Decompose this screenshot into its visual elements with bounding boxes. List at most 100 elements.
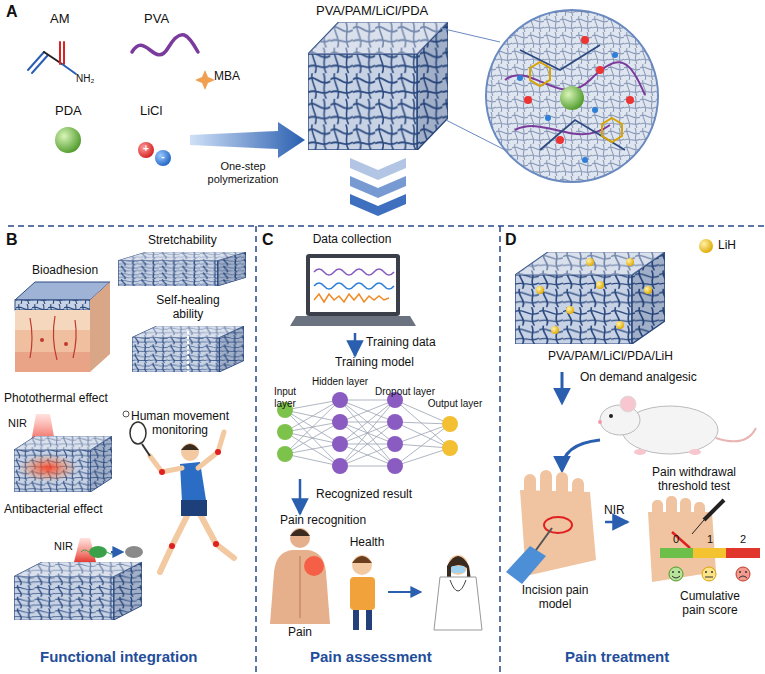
panel-divider — [499, 226, 501, 674]
skin-adhesion — [15, 300, 90, 310]
pda-particle — [55, 127, 81, 153]
pain-scale — [705, 577, 713, 578]
mouse — [609, 414, 613, 418]
zoom-view — [520, 45, 625, 150]
lih-particles — [566, 306, 574, 314]
pain-scale — [660, 548, 760, 581]
illustration-group: Training modelInput layerHidden layerDro… — [262, 356, 487, 479]
patient-back — [299, 556, 301, 618]
node-text: Pain — [280, 626, 320, 640]
mouse — [620, 396, 636, 412]
process-arrow — [190, 122, 305, 158]
pain-scale — [726, 548, 760, 558]
node-heading: Training model — [262, 356, 487, 370]
pain-scale — [705, 571, 707, 573]
flow-arrow — [562, 440, 600, 470]
doctor — [434, 577, 482, 630]
down-chevrons — [350, 176, 406, 198]
patient-back — [270, 528, 330, 624]
annotation: 0 — [670, 533, 682, 546]
doctor — [451, 566, 465, 573]
zoom-view — [440, 28, 500, 42]
node-text: Dropout layer — [370, 386, 440, 398]
badminton-player — [200, 514, 216, 544]
neural-network — [442, 416, 458, 432]
badminton-player — [159, 469, 165, 475]
annotation: B — [6, 231, 18, 249]
patient-back — [290, 528, 310, 548]
doctor — [447, 556, 471, 580]
pain-scale — [672, 576, 680, 578]
illustration-group: Data collection — [296, 233, 408, 333]
badminton-player — [123, 411, 129, 417]
annotation: Photothermal effect — [4, 392, 108, 406]
annotation: Antibacterial effect — [4, 503, 103, 517]
annotation: Cumulative pain score — [670, 590, 750, 618]
doctor — [450, 580, 466, 591]
annotation: NIR — [8, 417, 27, 430]
chloride-ion — [155, 150, 171, 166]
incision-hand — [544, 517, 572, 533]
tested-hand — [648, 496, 724, 582]
annotation: LiH — [718, 239, 736, 253]
panel-divider — [8, 226, 765, 674]
healthy-person — [366, 610, 372, 630]
healed-seam — [187, 331, 189, 372]
annotation: NH₂ — [76, 73, 94, 85]
mouse — [598, 420, 602, 424]
neural-network — [277, 424, 293, 440]
heat-glow — [18, 454, 78, 482]
annotation: C — [262, 231, 274, 249]
skin-adhesion — [15, 282, 110, 372]
incision-hand — [506, 546, 546, 584]
lih-hydrogel — [515, 252, 665, 344]
lih-particles — [644, 286, 652, 294]
pain-scale — [745, 571, 747, 573]
node-heading: Data collection — [296, 233, 408, 247]
healthy-person — [350, 555, 375, 630]
down-chevrons — [350, 158, 406, 216]
illustration-group: Incision pain model — [505, 470, 605, 612]
neural-network — [387, 414, 403, 430]
lithium-ion — [138, 142, 154, 158]
pain-scale — [739, 571, 741, 573]
lih-particles — [616, 321, 624, 329]
pain-scale — [678, 571, 680, 573]
annotation: On demand analgesic — [580, 371, 697, 385]
neural-network — [332, 458, 348, 474]
laptop — [290, 254, 416, 326]
edge-label: Recognized result — [316, 488, 412, 502]
acrylamide-structure — [59, 42, 61, 64]
lih-particles — [551, 326, 559, 334]
zoom-view — [602, 118, 622, 142]
pain-scale — [702, 567, 716, 581]
mouse — [598, 396, 756, 455]
patient-back — [290, 529, 310, 536]
annotation: AM — [50, 12, 70, 27]
bacteria — [125, 546, 143, 558]
healthy-person — [353, 610, 359, 630]
node-text: Input layer — [262, 386, 308, 409]
badminton-player — [213, 541, 219, 547]
annotation: LiCl — [140, 104, 162, 119]
node-text: Output layer — [423, 398, 487, 410]
badminton-player — [150, 456, 182, 472]
zoom-view — [560, 86, 584, 110]
acrylamide-structure — [28, 42, 76, 74]
annotation: Pain treatment — [565, 648, 669, 665]
doctor — [434, 555, 482, 630]
pva-chain — [132, 35, 198, 55]
badminton-player — [181, 443, 199, 461]
stretched-gel — [118, 252, 246, 286]
badminton-player — [181, 500, 207, 516]
annotation: Pain assessment — [310, 648, 432, 665]
zoom-view — [517, 75, 523, 81]
pain-scale — [672, 571, 674, 573]
node-heading: Incision pain model — [505, 584, 605, 612]
badminton-player — [181, 444, 199, 450]
zoom-view — [530, 62, 550, 86]
neural-network — [277, 446, 293, 462]
bacteria — [81, 550, 115, 554]
laptop — [314, 269, 394, 275]
annotation: NIR — [54, 540, 73, 553]
